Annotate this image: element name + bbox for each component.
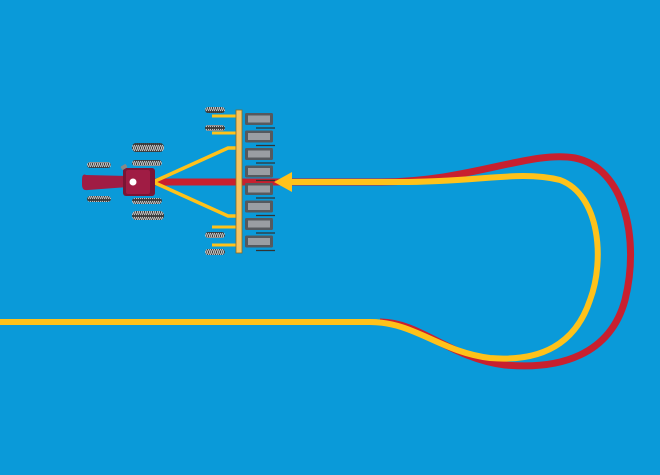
row-unit: [245, 218, 275, 234]
hitch: [152, 146, 236, 218]
row-unit: [245, 183, 275, 199]
row-unit: [245, 165, 275, 182]
row-unit: [245, 235, 275, 252]
toolbar-frame: [235, 109, 243, 254]
implement-path: [0, 173, 601, 362]
row-unit: [245, 200, 275, 217]
row-unit: [245, 148, 275, 164]
row-unit: [245, 113, 275, 129]
seed-drill-icon: [205, 107, 275, 255]
row-unit: [245, 130, 275, 147]
direction-arrow-icon: [274, 172, 292, 192]
tractor-icon: [82, 143, 164, 220]
tractor-path: [130, 153, 634, 370]
gauge-wheels: [205, 107, 225, 255]
